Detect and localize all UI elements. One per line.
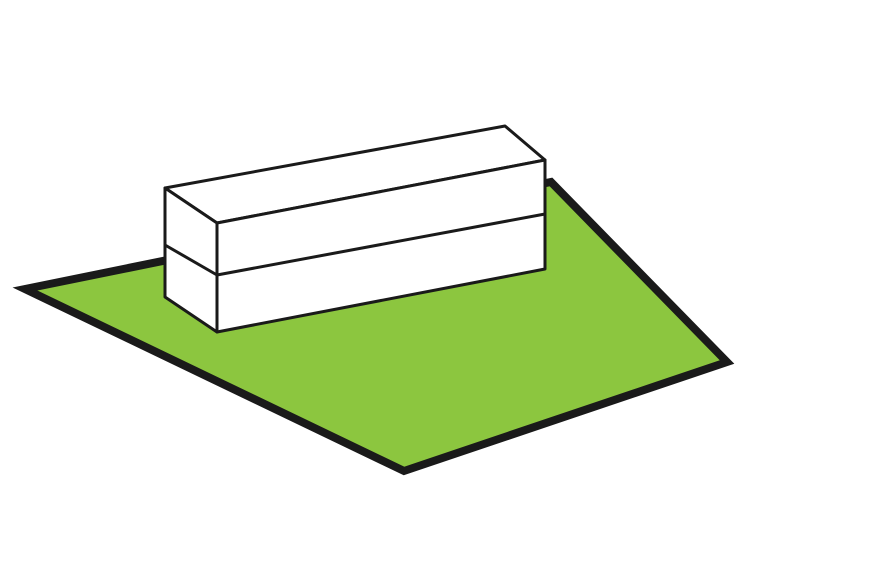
storey-line-side xyxy=(164,243,218,277)
storey-line-front xyxy=(216,212,546,277)
building-block xyxy=(163,124,547,334)
